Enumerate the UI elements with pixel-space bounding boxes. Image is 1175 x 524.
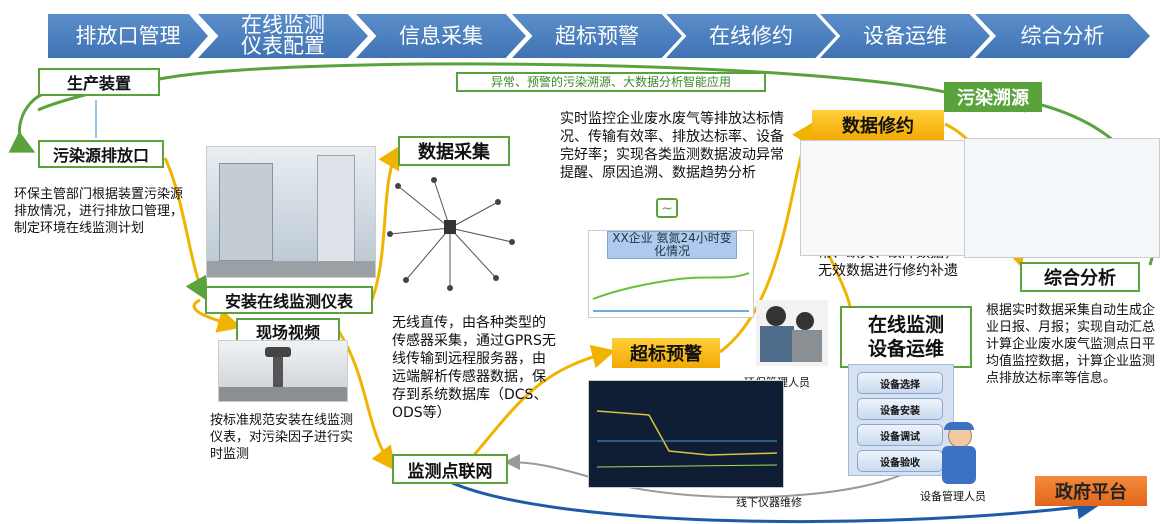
step-comprehensive-analysis: 综合分析 — [975, 14, 1150, 58]
btn-equipment-debug[interactable]: 设备调试 — [857, 424, 943, 446]
comprehensive-analysis-box: 综合分析 — [1020, 262, 1140, 292]
chart-title: XX企业 氨氮24小时变化情况 — [607, 231, 737, 259]
step-info-collect: 信息采集 — [356, 14, 526, 58]
env-staff-illustration — [756, 300, 828, 366]
process-bar: 排放口管理 在线监测 仪表配置 信息采集 超标预警 在线修约 设备运维 综合分析 — [0, 0, 1175, 60]
step-outlet-management: 排放口管理 — [48, 14, 208, 58]
data-collection-box: 数据采集 — [398, 136, 510, 166]
pollution-trace-box: 污染溯源 — [944, 82, 1042, 112]
equipment-ops-box: 在线监测 设备运维 — [840, 306, 972, 368]
step-instrument-config: 在线监测 仪表配置 — [198, 14, 368, 58]
btn-equipment-install[interactable]: 设备安装 — [857, 398, 943, 420]
overlimit-alert-box: 超标预警 — [612, 338, 720, 368]
report-table-image — [964, 138, 1160, 258]
equipment-staff-label: 设备管理人员 — [920, 490, 986, 503]
data-table-image — [800, 140, 968, 256]
sensor-network-diagram — [387, 177, 515, 291]
pollution-outlet-box: 污染源排放口 — [38, 140, 164, 168]
env-management-text: 环保主管部门根据装置污染源排放情况，进行排放口管理，制定环境在线监测计划 — [14, 187, 184, 236]
equipment-staff-illustration — [936, 422, 982, 486]
gov-platform-box: 政府平台 — [1035, 476, 1147, 506]
smart-application-banner: 异常、预警的污染溯源、大数据分析智能应用 — [456, 72, 766, 92]
monitoring-screen-image — [588, 380, 784, 488]
site-video-photo — [218, 340, 348, 402]
trend-chart-image: XX企业 氨氮24小时变化情况 — [588, 230, 754, 318]
install-description-text: 按标准规范安装在线监测仪表，对污染因子进行实时监测 — [210, 413, 354, 462]
offline-repair-label: 线下仪器维修 — [736, 496, 802, 509]
btn-equipment-select[interactable]: 设备选择 — [857, 372, 943, 394]
step-overlimit-alert: 超标预警 — [512, 14, 682, 58]
data-revise-box: 数据修约 — [812, 110, 944, 140]
trend-chart-icon: ~ — [656, 198, 678, 218]
install-instrument-box: 安装在线监测仪表 — [205, 286, 373, 314]
realtime-monitor-text: 实时监控企业废水废气等排放达标情况、传输有效率、排放达标率、设备完好率；实现各类… — [560, 111, 784, 181]
btn-equipment-accept[interactable]: 设备验收 — [857, 450, 943, 472]
report-generation-text: 根据实时数据采集自动生成企业日报、月报；实现自动汇总计算企业废水废气监测点日平均… — [986, 303, 1156, 386]
step-equipment-ops: 设备运维 — [820, 14, 990, 58]
wireless-transfer-text: 无线直传，由各种类型的传感器采集，通过GPRS无线传输到远程服务器，由远端解析传… — [392, 315, 556, 421]
monitoring-station-photo — [206, 146, 376, 278]
monitoring-network-box: 监测点联网 — [392, 454, 508, 484]
production-unit-box: 生产装置 — [38, 68, 160, 96]
step-online-revise: 在线修约 — [666, 14, 836, 58]
